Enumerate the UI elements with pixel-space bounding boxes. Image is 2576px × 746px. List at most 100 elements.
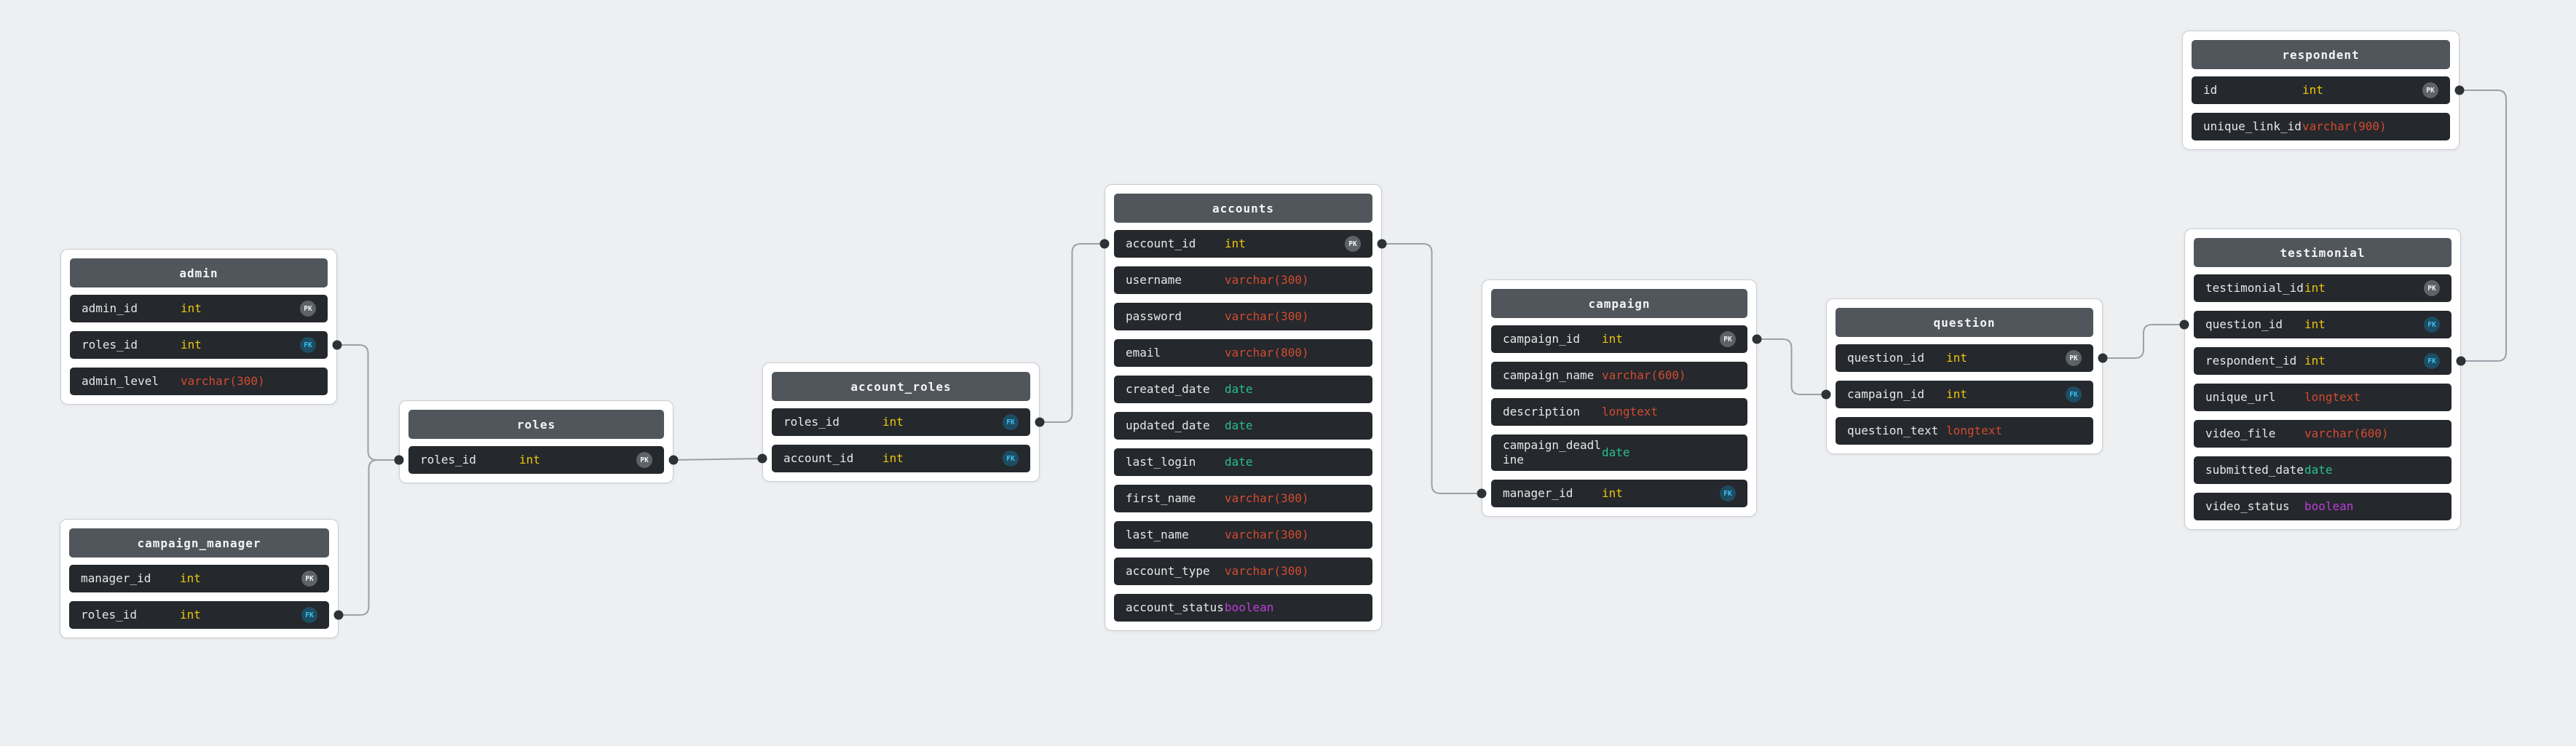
field-name: updated_date — [1126, 418, 1210, 432]
table-title: question — [1933, 315, 1996, 330]
field-type: varchar(300) — [1225, 309, 1309, 323]
field-type: boolean — [1225, 600, 1274, 614]
foreign-key-badge: FK — [2424, 353, 2440, 369]
field-name: created_date — [1126, 382, 1210, 396]
field-name: testimonial_id — [2205, 281, 2304, 295]
relationship-line — [1040, 243, 1105, 423]
field-name: email — [1126, 346, 1161, 360]
field-type: int — [2304, 354, 2326, 368]
field-name: username — [1126, 273, 1182, 287]
field-name: description — [1503, 405, 1580, 418]
field-type: int — [1602, 486, 1623, 500]
field-type: varchar(900) — [2302, 119, 2387, 133]
field-name: video_status — [2205, 499, 2290, 513]
relationship-line — [339, 459, 399, 616]
field-name: first_name — [1126, 491, 1196, 505]
field-name: admin_id — [82, 301, 138, 315]
relationship-line — [1757, 338, 1826, 395]
field-type: int — [1225, 237, 1246, 250]
field-type: int — [2304, 281, 2326, 295]
table-header-campaign_manager[interactable]: campaign_manager — [69, 528, 329, 557]
field-type: int — [882, 415, 904, 429]
row-accounts-email[interactable]: email varchar(800) — [1114, 339, 1372, 367]
field-type: varchar(300) — [1225, 528, 1309, 541]
field-name: campaign_id — [1503, 332, 1580, 346]
field-type: int — [1946, 351, 1967, 365]
table-title: admin — [179, 266, 218, 280]
field-type: date — [1602, 445, 1630, 459]
relationship-line — [337, 344, 399, 461]
table-header-question[interactable]: question — [1836, 308, 2093, 337]
primary-key-badge: PK — [301, 571, 317, 587]
field-name: admin_level — [82, 374, 159, 388]
table-header-campaign[interactable]: campaign — [1491, 289, 1747, 318]
table-header-account_roles[interactable]: account_roles — [772, 372, 1030, 401]
row-campaign-description[interactable]: description longtext — [1491, 398, 1747, 426]
field-type: varchar(800) — [1225, 346, 1309, 360]
primary-key-badge: PK — [1720, 331, 1736, 347]
table-title: respondent — [2282, 47, 2360, 62]
row-admin-admin_level[interactable]: admin_level varchar(300) — [70, 368, 328, 395]
table-header-testimonial[interactable]: testimonial — [2194, 238, 2451, 267]
foreign-key-badge: FK — [300, 337, 316, 353]
field-name: unique_link_id — [2203, 119, 2302, 133]
field-type: boolean — [2304, 499, 2354, 513]
table-header-roles[interactable]: roles — [408, 410, 664, 439]
field-type: varchar(300) — [1225, 564, 1309, 578]
foreign-key-badge: FK — [1003, 414, 1019, 430]
table-header-respondent[interactable]: respondent — [2192, 40, 2450, 69]
table-header-accounts[interactable]: accounts — [1114, 194, 1372, 223]
field-name: roles_id — [420, 453, 477, 467]
field-type: longtext — [1602, 405, 1659, 418]
field-type: varchar(300) — [181, 374, 265, 388]
table-header-admin[interactable]: admin — [70, 258, 328, 287]
row-testimonial-video_status[interactable]: video_status boolean — [2194, 493, 2451, 520]
